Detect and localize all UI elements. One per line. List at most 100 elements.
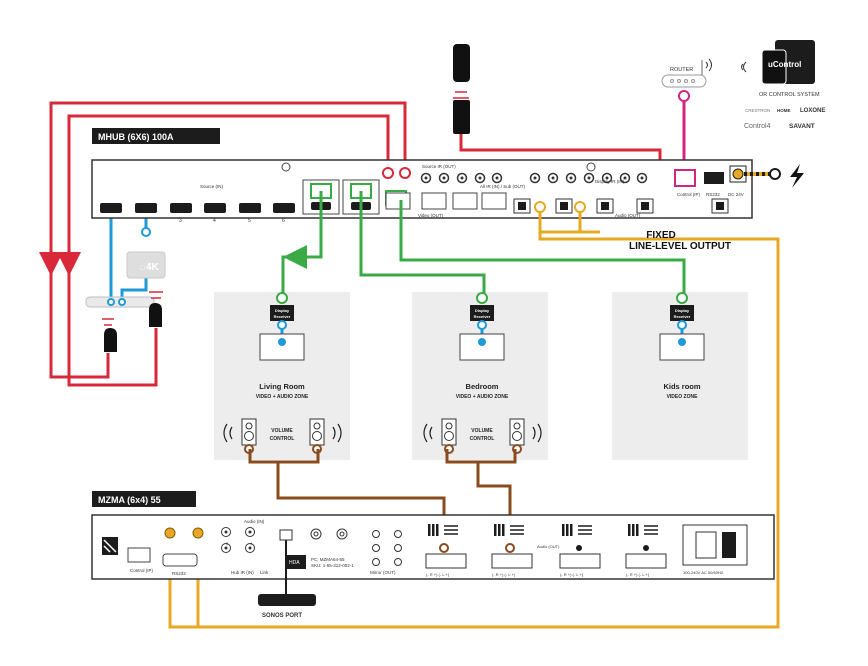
mhub-ir-jack-pin [640,176,644,180]
mhub-ir-jack-pin [478,176,482,180]
mzma-input-number: 4 [250,541,253,546]
power-plug [769,168,781,180]
brand-control4: Control4 [744,123,771,130]
mzma-mirror-jack [372,544,380,552]
mzma-zone2-out [505,543,515,553]
mzma-power-inlet [682,524,748,566]
ir-cables [49,101,662,387]
mhub-source-ir-label: Source IR (OUT) [422,164,456,169]
room-subtitle: VIDEO + AUDIO ZONE [256,394,309,400]
mzma-rca-pin [224,546,228,550]
room-name: Bedroom [466,382,499,391]
mhub-ir-port-2 [399,167,411,179]
sonos-port-label: SONOS PORT [262,613,302,619]
brand-loxone: LOXONE [800,108,825,114]
speaker-tweeter [445,422,453,430]
display-receiver [670,305,694,321]
mhub-rs232-label: RS232 [706,192,720,197]
room-tv [659,333,705,361]
speaker-woofer [244,431,254,441]
mhub-optical-core [641,202,649,210]
mzma-zone-1: (- R +) (- L +) [425,524,467,577]
mzma-sonos-port [279,529,293,541]
speaker-tweeter [245,422,253,430]
mzma-power-label: 100-240V AC 50/60HZ [683,570,724,575]
mhub-ir-jack-pin [587,176,591,180]
tv-hdmi-port [478,338,486,346]
speaker-woofer [512,431,522,441]
mhub-rs232-port [704,172,724,184]
mzma-vent [428,524,431,536]
mhub-ir-port-1 [382,167,394,179]
mzma-speaker-terminal-block [559,553,601,569]
mhub-rj45-ports [385,192,507,210]
mhub-optical-core [518,202,526,210]
room-name: Kids room [663,382,700,391]
speaker-cable-bedroom-a [445,449,512,548]
mzma-indicator-lines [578,525,592,535]
mhub-optical-core [560,202,568,210]
splitter-port-1 [107,298,115,306]
mzma-link-label: Link [260,570,269,575]
mzma-pc-text: PC: MZMA64-55 [311,557,345,562]
mzma-title-tab [92,491,196,507]
mzma-mirror-jack [394,558,402,566]
mhub-hdmi-in-6 [273,203,295,213]
mzma-vent [494,524,497,536]
mzma-rca-large-pin [313,531,319,537]
mzma-indicator-lines [644,525,658,535]
speaker-cables [248,449,517,548]
mhub-screw-left [281,162,291,172]
mhub-optical-outputs [513,198,729,214]
mzma-zone1-out [439,543,449,553]
mzma-channel-label: (- R +) (- L +) [426,572,450,577]
tv-hdmi-port [278,338,286,346]
mhub-optical-core [601,202,609,210]
sound-wave-icon [423,423,433,443]
router-port [678,90,690,102]
mzma-zone4-out [643,545,649,551]
receiver-in-port [276,292,288,304]
lightning-icon [790,164,804,188]
display-receiver [270,305,294,321]
ir-receiver-device [453,44,470,134]
mzma-indicator-lines [510,525,524,535]
mzma-rca-pin [248,546,252,550]
receiver-out-port [677,320,687,330]
mzma-control-port [127,547,151,563]
mzma-hda-badge [286,555,306,569]
hdbaset-cable-kids [399,200,686,295]
mzma-control-label: Control (IP) [130,568,154,573]
volume-control-line2: CONTROL [470,436,495,442]
mhub-ir-jack-pin [551,176,555,180]
line-out-port-l [534,201,546,213]
mzma-rs232-port [162,553,198,567]
mzma-vent [502,524,505,536]
receiver-in-port [676,292,688,304]
sound-wave-icon [332,423,342,443]
mhub-ir-jack-pin [623,176,627,180]
mzma-channel-label: (- R +) (- L +) [626,572,650,577]
mhub-input-number: 4 [213,218,216,224]
speaker-woofer [444,431,454,441]
control-subtitle: OR CONTROL SYSTEM [759,92,820,98]
mhub-input-number: 6 [282,218,285,224]
mzma-speaker-terminal-block [625,553,667,569]
mhub-dc-jack [732,168,744,180]
receiver-label-line1: Display [675,308,690,313]
ucontrol-app-label: uControl [768,60,801,69]
mhub-ir-jack-pin [460,176,464,180]
ir-emitter-left [102,318,117,352]
appletv-port [141,227,151,237]
line-out-port-r [574,201,586,213]
receiver-in-port [476,292,488,304]
mhub-video-out-label: Video (OUT) [418,213,444,218]
mzma-rs232-label: RS232 [172,571,186,576]
mhub-hdmi-in-3 [170,203,192,213]
brand-savant: SAVANT [789,123,815,130]
receiver-label-line2: Receiver [474,314,491,319]
